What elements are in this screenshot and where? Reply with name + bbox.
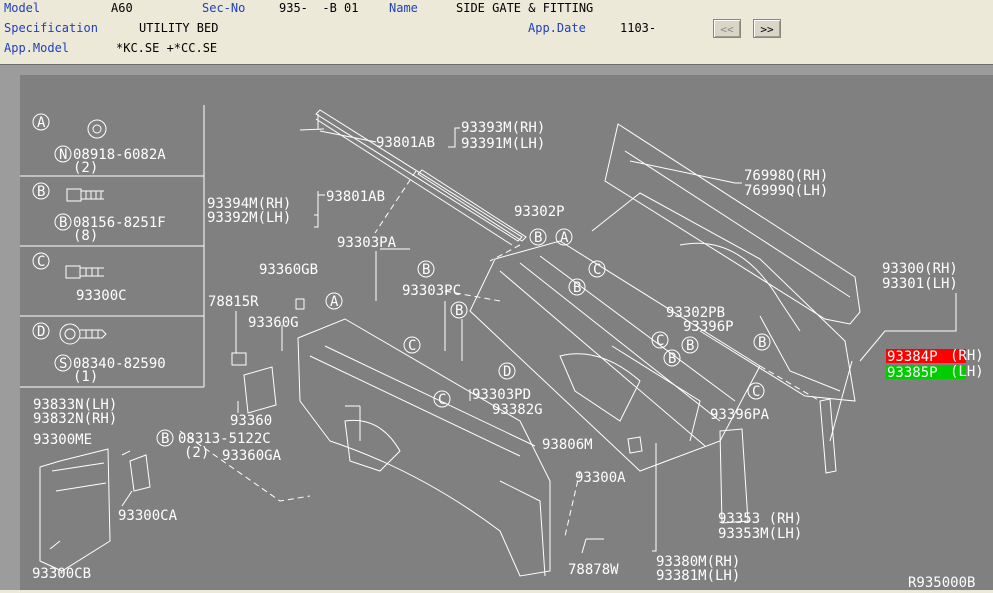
- callout-c: C: [438, 392, 446, 408]
- part-93382g: 93382G: [492, 402, 543, 418]
- legend-d-code: 08340-82590: [73, 356, 166, 372]
- part-93391m: 93391M(LH): [461, 136, 545, 152]
- part-93301-lh: 93301(LH): [882, 276, 958, 292]
- part-93393m: 93393M(RH): [461, 120, 545, 136]
- app-model-label: App.Model: [4, 41, 70, 55]
- part-78878w: 78878W: [568, 562, 619, 578]
- app-date-value: 1103-: [620, 21, 657, 35]
- app-date-label: App.Date: [528, 21, 586, 35]
- callout-c: C: [656, 333, 664, 349]
- part-93385p-side: (LH): [950, 364, 984, 380]
- callout-b: B: [422, 262, 430, 278]
- legend-b-prefix: B: [59, 215, 67, 231]
- callout-a: A: [560, 230, 569, 246]
- legend-c-letter: C: [37, 254, 45, 270]
- part-93833n: 93833N(LH): [33, 397, 117, 413]
- next-page-button[interactable]: >>: [753, 19, 781, 38]
- part-93396p: 93396P: [683, 319, 734, 335]
- part-93300ca: 93300CA: [118, 508, 178, 524]
- part-93801ab: 93801AB: [376, 135, 435, 151]
- part-93832n: 93832N(RH): [33, 411, 117, 427]
- callout-c: C: [752, 384, 760, 400]
- callout-b: B: [686, 338, 694, 354]
- part-93303pa: 93303PA: [337, 235, 397, 251]
- callout-b: B: [455, 303, 463, 319]
- part-93384p-link[interactable]: 93384P: [887, 349, 938, 365]
- part-93384p-side: (RH): [950, 348, 984, 364]
- part-93300-rh: 93300(RH): [882, 261, 958, 277]
- specification-value: UTILITY BED: [139, 21, 219, 35]
- part-93806m: 93806M: [542, 437, 593, 453]
- legend-a-letter: A: [37, 115, 46, 131]
- legend-a-prefix: N: [59, 147, 67, 163]
- part-93385p-link[interactable]: 93385P: [887, 365, 938, 381]
- part-93300cb: 93300CB: [32, 566, 91, 582]
- highlight-93384p: [886, 349, 966, 363]
- callout-c: C: [408, 338, 416, 354]
- legend-b-letter: B: [37, 184, 45, 200]
- parts-diagram: B A C B B A B C D C C B B B C B A N: [20, 75, 993, 591]
- specification-label: Specification: [4, 21, 98, 35]
- callout-b: B: [668, 351, 676, 367]
- legend-d-prefix: S: [59, 356, 67, 372]
- part-93392m: 93392M(LH): [207, 210, 291, 226]
- part-93353m: 93353M(LH): [718, 526, 802, 542]
- callout-b: B: [161, 431, 169, 447]
- callout-c: C: [593, 262, 601, 278]
- part-76999q: 76999Q(LH): [744, 183, 828, 199]
- part-93360: 93360: [230, 413, 272, 429]
- model-label: Model: [4, 1, 41, 15]
- name-value: SIDE GATE & FITTING: [456, 1, 594, 15]
- drawing-id: R935000B: [908, 575, 975, 590]
- callout-a: A: [330, 294, 339, 310]
- prev-page-button[interactable]: <<: [713, 19, 741, 38]
- part-93360g: 93360G: [248, 315, 299, 331]
- part-08313-qty: (2): [184, 445, 209, 461]
- part-93801ab: 93801AB: [326, 189, 385, 205]
- part-93302p: 93302P: [514, 204, 565, 220]
- part-78815r: 78815R: [208, 294, 259, 310]
- callout-d: D: [503, 364, 511, 380]
- app-model-value: *KC.SE +*CC.SE: [116, 41, 218, 55]
- part-93303pd: 93303PD: [472, 387, 531, 403]
- secno-value: 935- -B 01: [279, 1, 359, 15]
- legend-a-qty: (2): [73, 160, 98, 176]
- part-93303pc: 93303PC: [402, 283, 461, 299]
- part-93394m: 93394M(RH): [207, 196, 291, 212]
- part-93300a: 93300A: [575, 470, 626, 486]
- legend-b-qty: (8): [73, 228, 98, 244]
- legend-a-code: 08918-6082A: [73, 147, 166, 163]
- part-93381m: 93381M(LH): [656, 568, 740, 584]
- callout-b: B: [534, 230, 542, 246]
- secno-label: Sec-No: [202, 1, 246, 15]
- part-93360gb: 93360GB: [259, 262, 318, 278]
- part-93302pb: 93302PB: [666, 305, 725, 321]
- callout-b: B: [573, 280, 581, 296]
- legend-b-code: 08156-8251F: [73, 215, 166, 231]
- legend-d-qty: (1): [73, 369, 98, 385]
- part-93380m: 93380M(RH): [656, 554, 740, 570]
- model-value: A60: [111, 1, 133, 15]
- exploded-view-drawing: B A C B B A B C D C C B B B C B A N: [20, 105, 984, 591]
- part-76998q: 76998Q(RH): [744, 168, 828, 184]
- callout-b: B: [758, 335, 766, 351]
- highlight-93385p: [886, 365, 966, 379]
- legend-c-code: 93300C: [76, 288, 127, 304]
- diagram-viewer[interactable]: B A C B B A B C D C C B B B C B A N: [0, 64, 993, 591]
- name-label: Name: [389, 1, 418, 15]
- part-93353: 93353 (RH): [718, 511, 802, 527]
- info-header: Model A60 Sec-No 935- -B 01 Name SIDE GA…: [0, 0, 993, 64]
- part-93300me: 93300ME: [33, 432, 92, 448]
- legend-d-letter: D: [37, 324, 45, 340]
- part-93360ga: 93360GA: [222, 448, 282, 464]
- part-93396pa: 93396PA: [710, 407, 770, 423]
- part-08313: 08313-5122C: [178, 431, 271, 447]
